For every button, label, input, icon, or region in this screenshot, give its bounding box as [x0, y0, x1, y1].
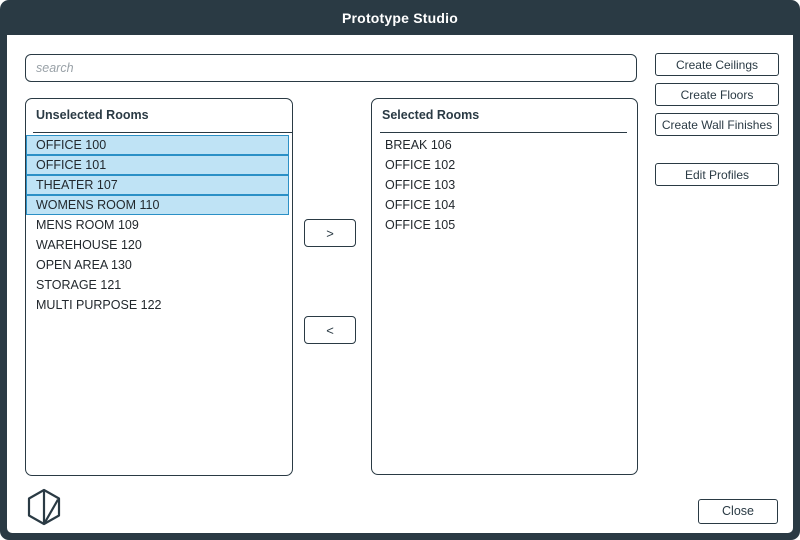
list-item[interactable]: OFFICE 104: [385, 198, 456, 212]
list-item[interactable]: BREAK 106: [385, 138, 452, 152]
list-item[interactable]: OFFICE 102: [385, 158, 456, 172]
list-item[interactable]: OFFICE 100: [26, 135, 289, 155]
list-item[interactable]: MULTI PURPOSE 122: [36, 298, 162, 312]
hexagon-cube-icon: [22, 485, 66, 529]
list-item[interactable]: THEATER 107: [26, 175, 289, 195]
panel-divider: [380, 132, 627, 133]
move-right-button[interactable]: >: [304, 219, 356, 247]
list-item[interactable]: WAREHOUSE 120: [36, 238, 142, 252]
edit-profiles-button[interactable]: Edit Profiles: [655, 163, 779, 186]
create-wall-finishes-button[interactable]: Create Wall Finishes: [655, 113, 779, 136]
list-item[interactable]: OPEN AREA 130: [36, 258, 132, 272]
selected-rooms-title: Selected Rooms: [382, 108, 480, 122]
search-input[interactable]: [25, 54, 637, 82]
list-item[interactable]: STORAGE 121: [36, 278, 122, 292]
close-button[interactable]: Close: [698, 499, 778, 524]
list-item[interactable]: MENS ROOM 109: [36, 218, 139, 232]
list-item[interactable]: OFFICE 101: [26, 155, 289, 175]
unselected-rooms-title: Unselected Rooms: [36, 108, 149, 122]
list-item[interactable]: WOMENS ROOM 110: [26, 195, 289, 215]
move-left-button[interactable]: <: [304, 316, 356, 344]
list-item[interactable]: OFFICE 105: [385, 218, 456, 232]
title-bar: Prototype Studio: [0, 0, 800, 35]
create-floors-button[interactable]: Create Floors: [655, 83, 779, 106]
window-title: Prototype Studio: [342, 9, 458, 26]
panel-divider: [33, 132, 292, 133]
create-ceilings-button[interactable]: Create Ceilings: [655, 53, 779, 76]
list-item[interactable]: OFFICE 103: [385, 178, 456, 192]
